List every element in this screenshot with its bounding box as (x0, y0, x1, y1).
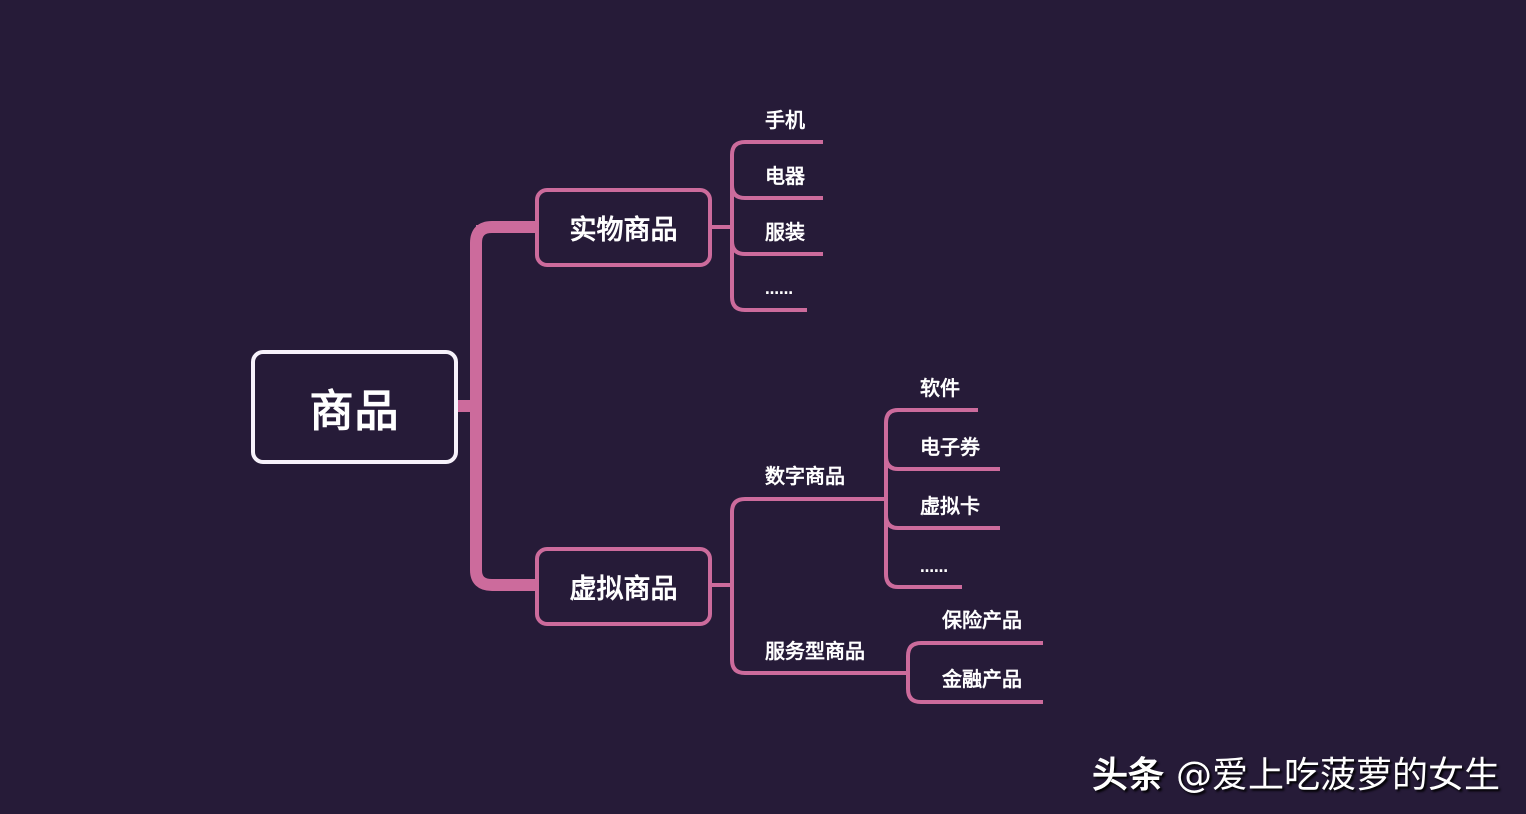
leaf-node-more[interactable]: …… (765, 282, 793, 298)
watermark-brand: 头条 (1091, 755, 1164, 796)
branch-node-physical-goods[interactable]: 实物商品 (535, 188, 712, 267)
root-node[interactable]: 商品 (251, 350, 458, 464)
sub-branch-digital-goods[interactable]: 数字商品 (765, 464, 845, 488)
leaf-node-appliances[interactable]: 电器 (765, 164, 805, 188)
branch-node-virtual-goods[interactable]: 虚拟商品 (535, 547, 712, 626)
leaf-node-finance[interactable]: 金融产品 (942, 667, 1022, 691)
leaf-node-phone[interactable]: 手机 (765, 108, 805, 132)
leaf-node-software[interactable]: 软件 (920, 376, 960, 400)
branch-label: 实物商品 (569, 215, 678, 246)
leaf-node-virtual-card[interactable]: 虚拟卡 (920, 494, 980, 518)
watermark: 头条 @爱上吃菠萝的女生 (1092, 746, 1500, 798)
sub-branch-service-goods[interactable]: 服务型商品 (765, 639, 865, 663)
watermark-handle: @爱上吃菠萝的女生 (1175, 755, 1500, 796)
leaf-node-e-voucher[interactable]: 电子券 (920, 435, 980, 459)
branch-label: 虚拟商品 (569, 574, 678, 605)
root-label: 商品 (309, 386, 400, 437)
leaf-node-more[interactable]: …… (920, 560, 948, 576)
leaf-node-clothing[interactable]: 服装 (765, 220, 805, 244)
leaf-node-insurance[interactable]: 保险产品 (942, 608, 1022, 632)
